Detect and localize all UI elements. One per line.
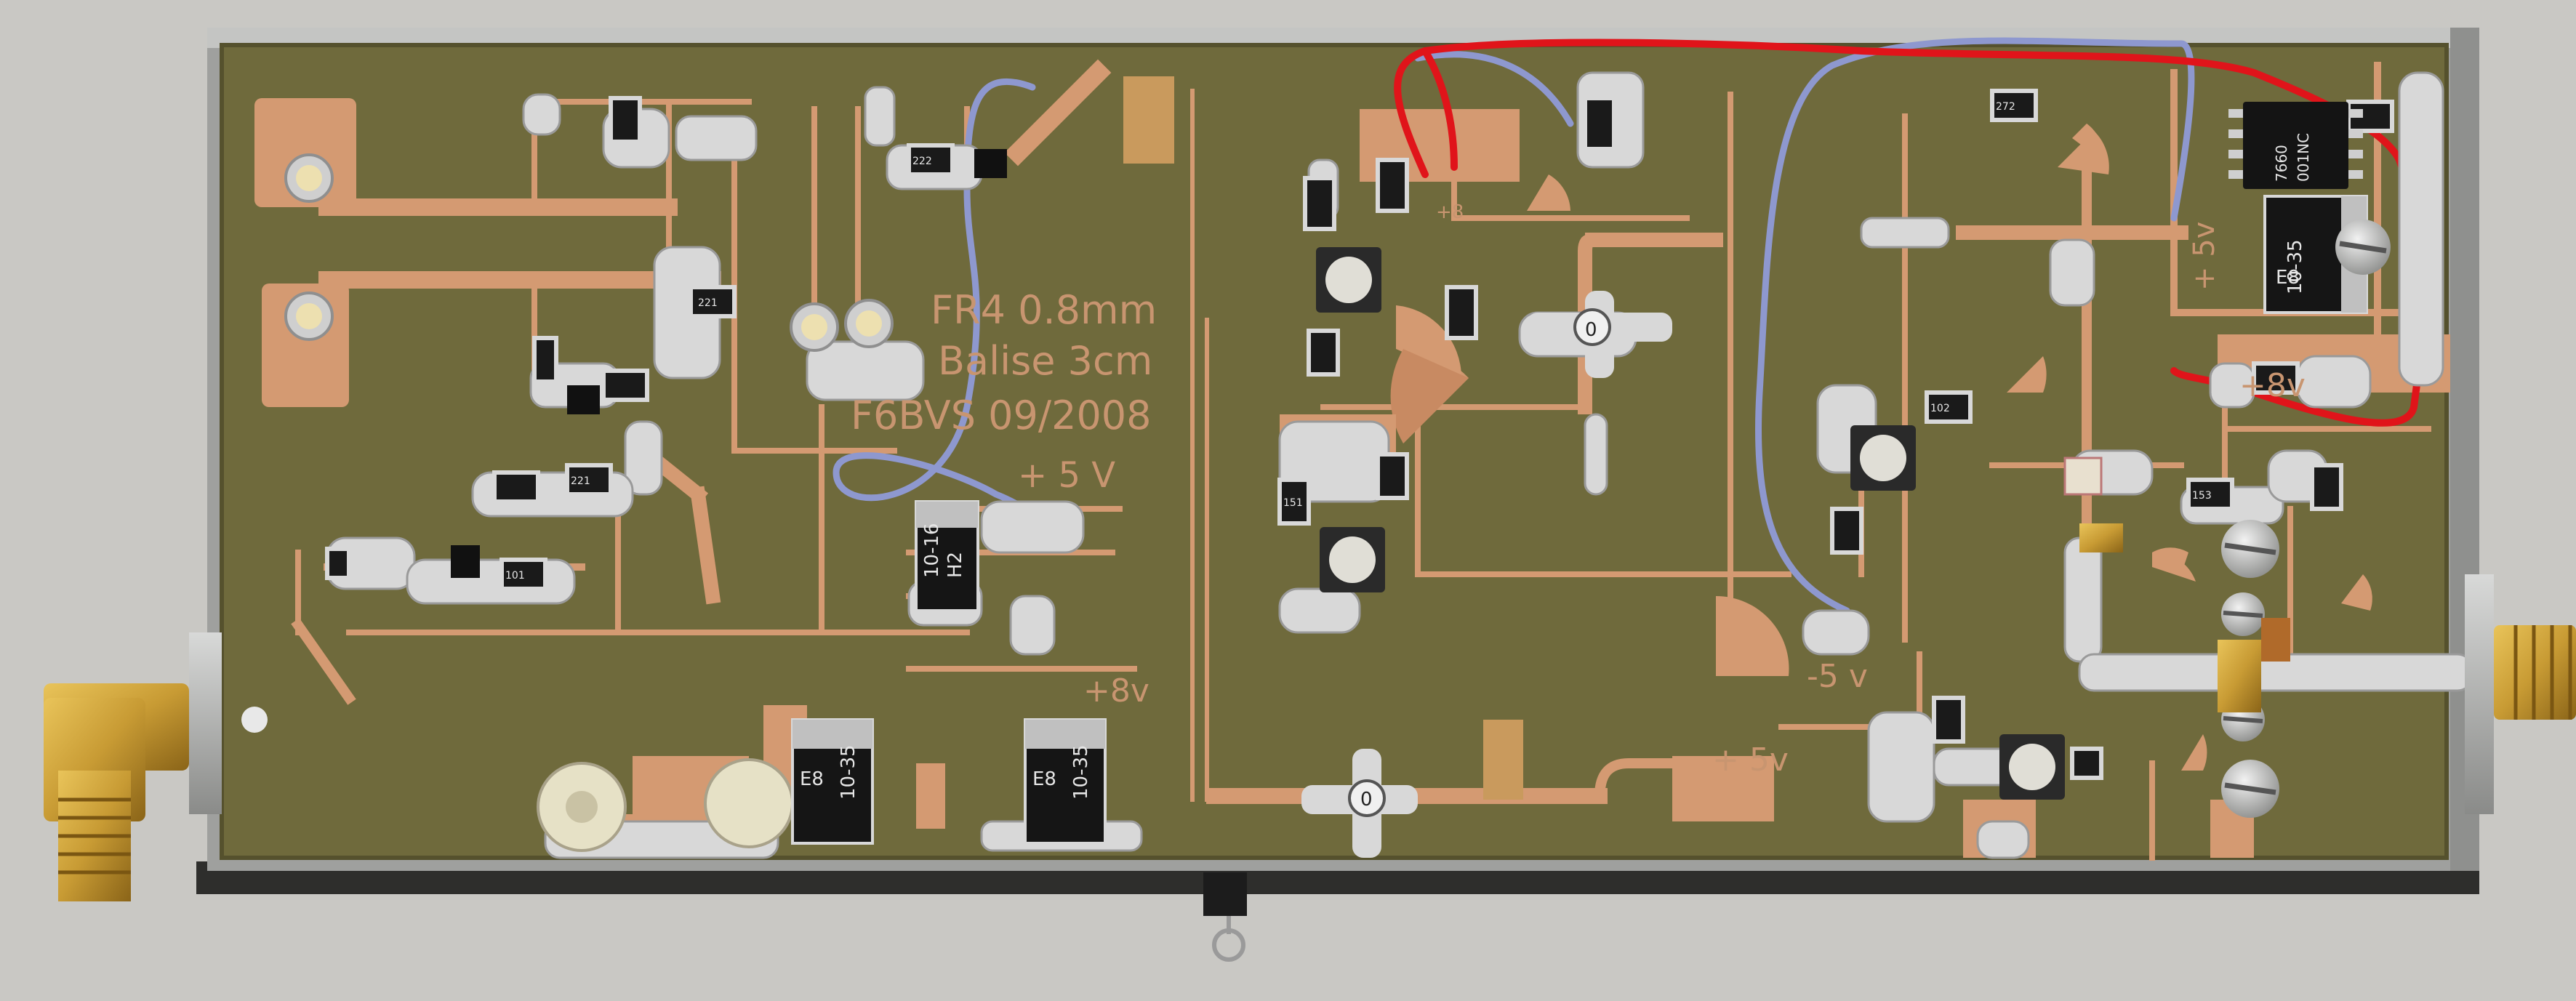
- trimmer-pots: [537, 247, 2065, 852]
- cap-c-code: 10-35: [2284, 239, 2306, 294]
- label-rail-8v-right: +8v: [2239, 367, 2306, 404]
- resistor-code-4: 102: [1930, 403, 1950, 414]
- resistor-code-8: 153: [2192, 490, 2212, 502]
- cap-b-code: 10-35: [1070, 744, 1092, 800]
- trim-mark-top: 0: [1585, 319, 1597, 341]
- pcb-border: [220, 43, 2449, 860]
- trim-mark-bottom: 0: [1360, 789, 1373, 811]
- silkscreen-text: FR4 0.8mm Balise 3cm F6BVS 09/2008 + 5 V…: [851, 201, 2306, 779]
- transistors: [451, 149, 1007, 578]
- radial-stubs: [1390, 124, 2372, 771]
- sma-connector-left: [44, 632, 268, 901]
- label-substrate: FR4 0.8mm: [931, 287, 1157, 333]
- cap-b-mark: E8: [1032, 768, 1056, 790]
- label-rail-8-top: +8: [1436, 201, 1464, 223]
- ic-part-number: 7660: [2273, 145, 2290, 182]
- resistor-code-2: 221: [571, 475, 590, 487]
- resistor-code-6: 101: [505, 570, 525, 582]
- cap-a-code: 10-35: [838, 744, 859, 800]
- smd-resistors: [325, 89, 2394, 780]
- cap-c-mark: E8: [2276, 267, 2300, 289]
- sma-connector-right: [2465, 574, 2576, 814]
- cap-a-mark: E8: [800, 768, 824, 790]
- label-callsign-date: F6BVS 09/2008: [851, 393, 1152, 438]
- label-rail-5v-bottom: + 5v: [1712, 741, 1789, 779]
- cap-h2-code: 10-16: [921, 523, 943, 578]
- label-beacon: Balise 3cm: [938, 338, 1152, 384]
- trim-pads: [1301, 291, 1672, 858]
- gold-parts: [2063, 457, 2290, 712]
- label-rail-5v-left: + 5 V: [1018, 455, 1115, 496]
- ic-lot-code: 001NC: [2295, 133, 2312, 182]
- resistor-code-5: 272: [1996, 101, 2015, 113]
- label-rail-5v-vertical: + 5v: [2188, 222, 2221, 291]
- resistor-code-3: 222: [912, 156, 932, 167]
- resistor-code-7: 151: [1283, 497, 1303, 509]
- led-pads: [284, 153, 894, 352]
- component-markings: 10-16 H2 E8 10-35 E8 10-35 E8 10-35 7660…: [505, 101, 2312, 811]
- ic-7660: [2228, 102, 2363, 189]
- resistor-code-1: 221: [698, 297, 718, 309]
- label-rail-8v-bottom: +8v: [1083, 672, 1149, 709]
- cap-h2-mark: H2: [944, 552, 966, 578]
- red-wires: [1394, 39, 2425, 427]
- label-rail-minus-5v: -5 v: [1807, 658, 1868, 695]
- feedthrough-bottom: [1203, 872, 1247, 962]
